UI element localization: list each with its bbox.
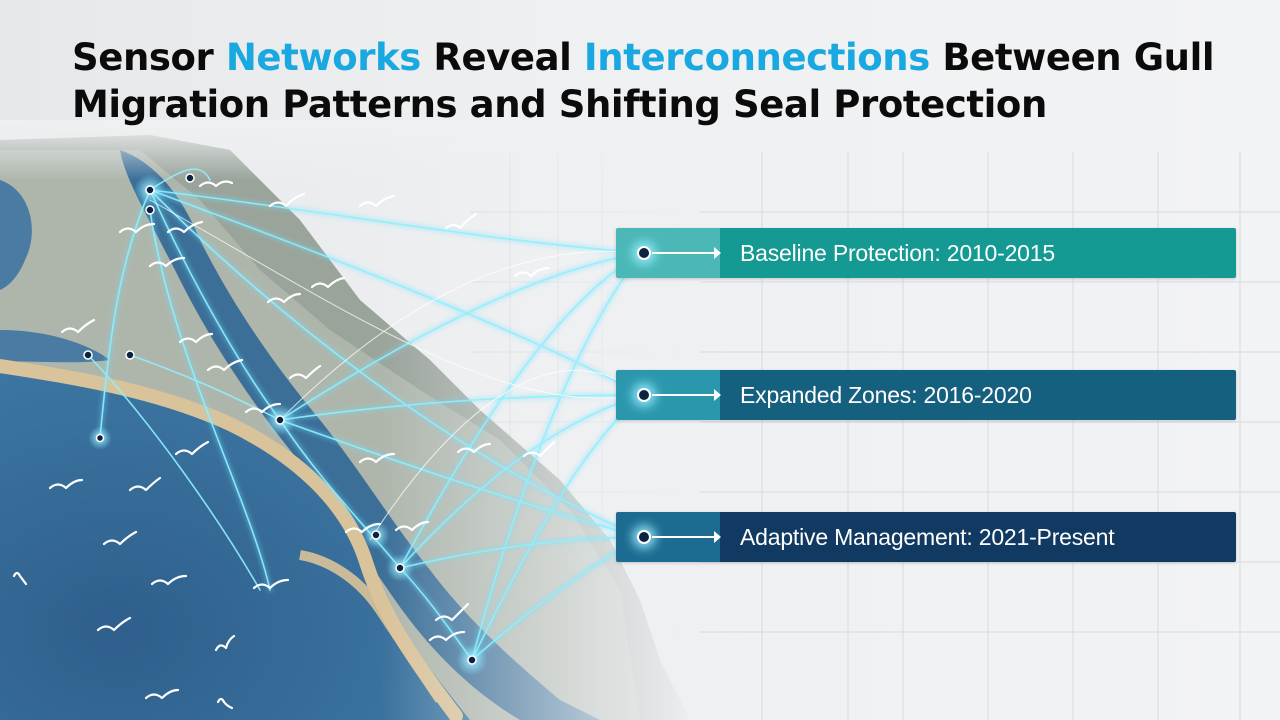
title-accent-interconnections: Interconnections xyxy=(583,36,930,79)
arrow-right-icon xyxy=(714,247,721,259)
phase-label: Adaptive Management: 2021-Present xyxy=(720,512,1236,562)
arrow-right-icon xyxy=(714,531,721,543)
connector-line xyxy=(652,252,718,254)
timeline-phase-adaptive: Adaptive Management: 2021-Present xyxy=(616,512,1236,562)
timeline-phase-expanded: Expanded Zones: 2016-2020 xyxy=(616,370,1236,420)
connector-line xyxy=(652,536,718,538)
arrow-right-icon xyxy=(714,389,721,401)
phase-label: Baseline Protection: 2010-2015 xyxy=(720,228,1236,278)
phase-node-cell xyxy=(616,370,721,420)
sensor-node-icon xyxy=(637,246,651,260)
timeline-phase-baseline: Baseline Protection: 2010-2015 xyxy=(616,228,1236,278)
gull-flock xyxy=(12,180,556,710)
sensor-node-icon xyxy=(637,530,651,544)
page-title: Sensor Networks Reveal Interconnections … xyxy=(72,34,1222,128)
phase-node-cell xyxy=(616,228,721,278)
title-accent-networks: Networks xyxy=(225,36,421,79)
phase-label: Expanded Zones: 2016-2020 xyxy=(720,370,1236,420)
migration-connections xyxy=(87,168,645,663)
sensor-nodes xyxy=(83,173,488,676)
connector-line xyxy=(652,394,718,396)
title-part-3: Between Gull Migration Patterns and Shif… xyxy=(72,36,1215,126)
phase-node-cell xyxy=(616,512,721,562)
sensor-node-icon xyxy=(637,388,651,402)
ocean xyxy=(0,360,470,720)
title-part-2: Reveal xyxy=(420,36,584,79)
title-part-1: Sensor xyxy=(72,36,226,79)
